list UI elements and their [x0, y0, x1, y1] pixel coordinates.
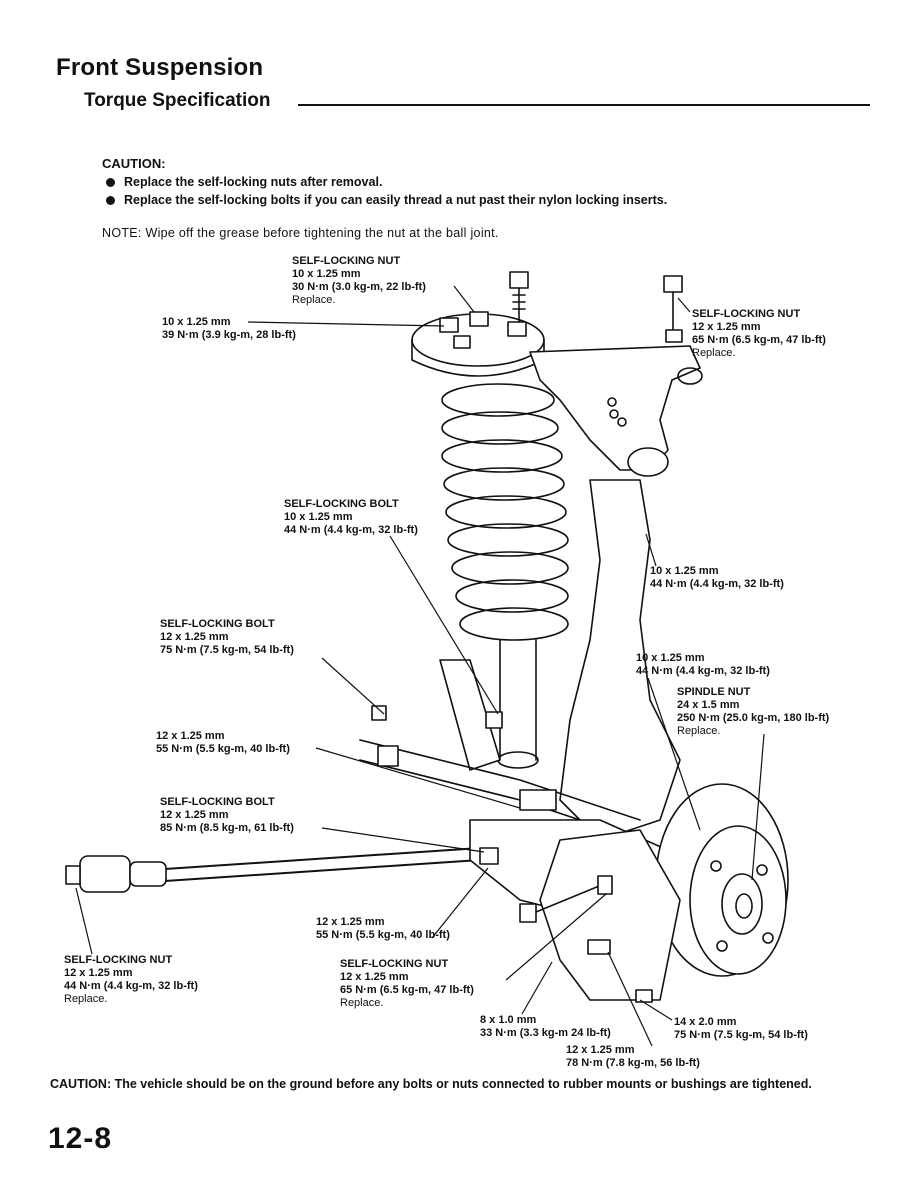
bullet-icon — [106, 196, 115, 206]
section-subtitle: Torque Specification — [84, 90, 271, 111]
bullet-icon — [106, 178, 115, 188]
page-number: 12-8 — [48, 1122, 113, 1155]
caution-item: Replace the self-locking bolts if you ca… — [106, 193, 667, 207]
bottom-caution: CAUTION: The vehicle should be on the gr… — [50, 1077, 812, 1091]
caution-heading: CAUTION: — [102, 156, 166, 171]
note-text: NOTE: Wipe off the grease before tighten… — [102, 226, 499, 240]
header-rule — [298, 104, 870, 106]
caution-item: Replace the self-locking nuts after remo… — [106, 175, 382, 189]
page-title: Front Suspension — [56, 54, 264, 81]
